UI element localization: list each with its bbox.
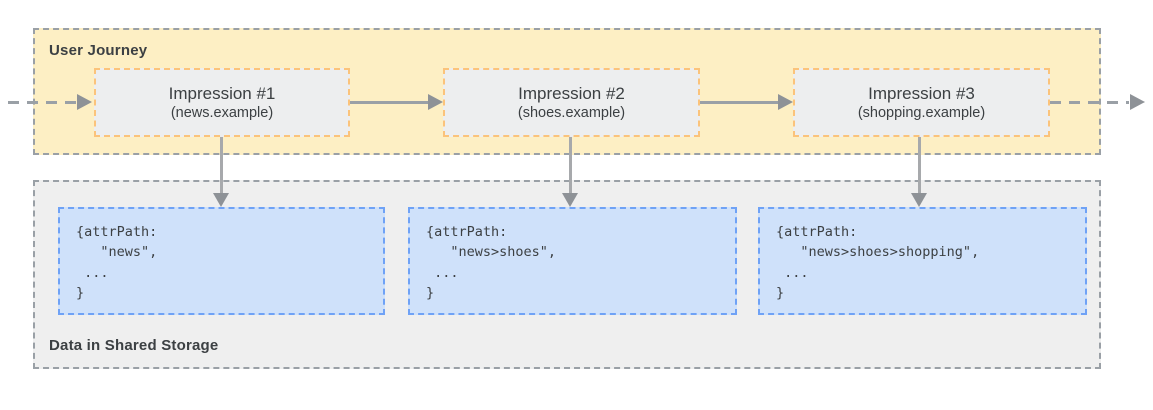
- storage-entry-code: {attrPath: "news>shoes>shopping", ... }: [776, 224, 980, 301]
- storage-entry-box-2: {attrPath: "news>shoes", ... }: [408, 207, 737, 315]
- user-journey-label: User Journey: [49, 42, 148, 59]
- impression-title: Impression #1: [168, 83, 276, 103]
- arrowhead-right-icon: [1130, 94, 1145, 110]
- impression-subtitle: (shoes.example): [517, 105, 626, 122]
- impression-subtitle: (news.example): [170, 105, 274, 122]
- arrowhead-down-icon: [562, 193, 578, 207]
- arrowhead-down-icon: [213, 193, 229, 207]
- impression3-to-storage-line: [918, 137, 921, 194]
- impression-box-3: Impression #3 (shopping.example): [793, 68, 1050, 137]
- storage-entry-code: {attrPath: "news>shoes", ... }: [426, 224, 557, 301]
- impression-title: Impression #3: [868, 83, 975, 103]
- impression1-to-storage-line: [220, 137, 223, 194]
- arrowhead-right-icon: [778, 94, 793, 110]
- storage-entry-code: {attrPath: "news", ... }: [76, 224, 158, 301]
- impression-box-2: Impression #2 (shoes.example): [443, 68, 700, 137]
- shared-storage-label: Data in Shared Storage: [49, 337, 219, 354]
- storage-entry-box-3: {attrPath: "news>shoes>shopping", ... }: [758, 207, 1087, 315]
- entry-dashed-line: [8, 101, 78, 104]
- arrowhead-down-icon: [911, 193, 927, 207]
- storage-entry-box-1: {attrPath: "news", ... }: [58, 207, 385, 315]
- exit-dashed-line: [1050, 101, 1129, 104]
- impression2-to-impression3-line: [700, 101, 780, 104]
- impression-box-1: Impression #1 (news.example): [94, 68, 350, 137]
- impression-title: Impression #2: [518, 83, 625, 103]
- arrowhead-right-icon: [77, 94, 92, 110]
- impression-subtitle: (shopping.example): [857, 105, 986, 122]
- arrowhead-right-icon: [428, 94, 443, 110]
- impression1-to-impression2-line: [350, 101, 430, 104]
- impression2-to-storage-line: [569, 137, 572, 194]
